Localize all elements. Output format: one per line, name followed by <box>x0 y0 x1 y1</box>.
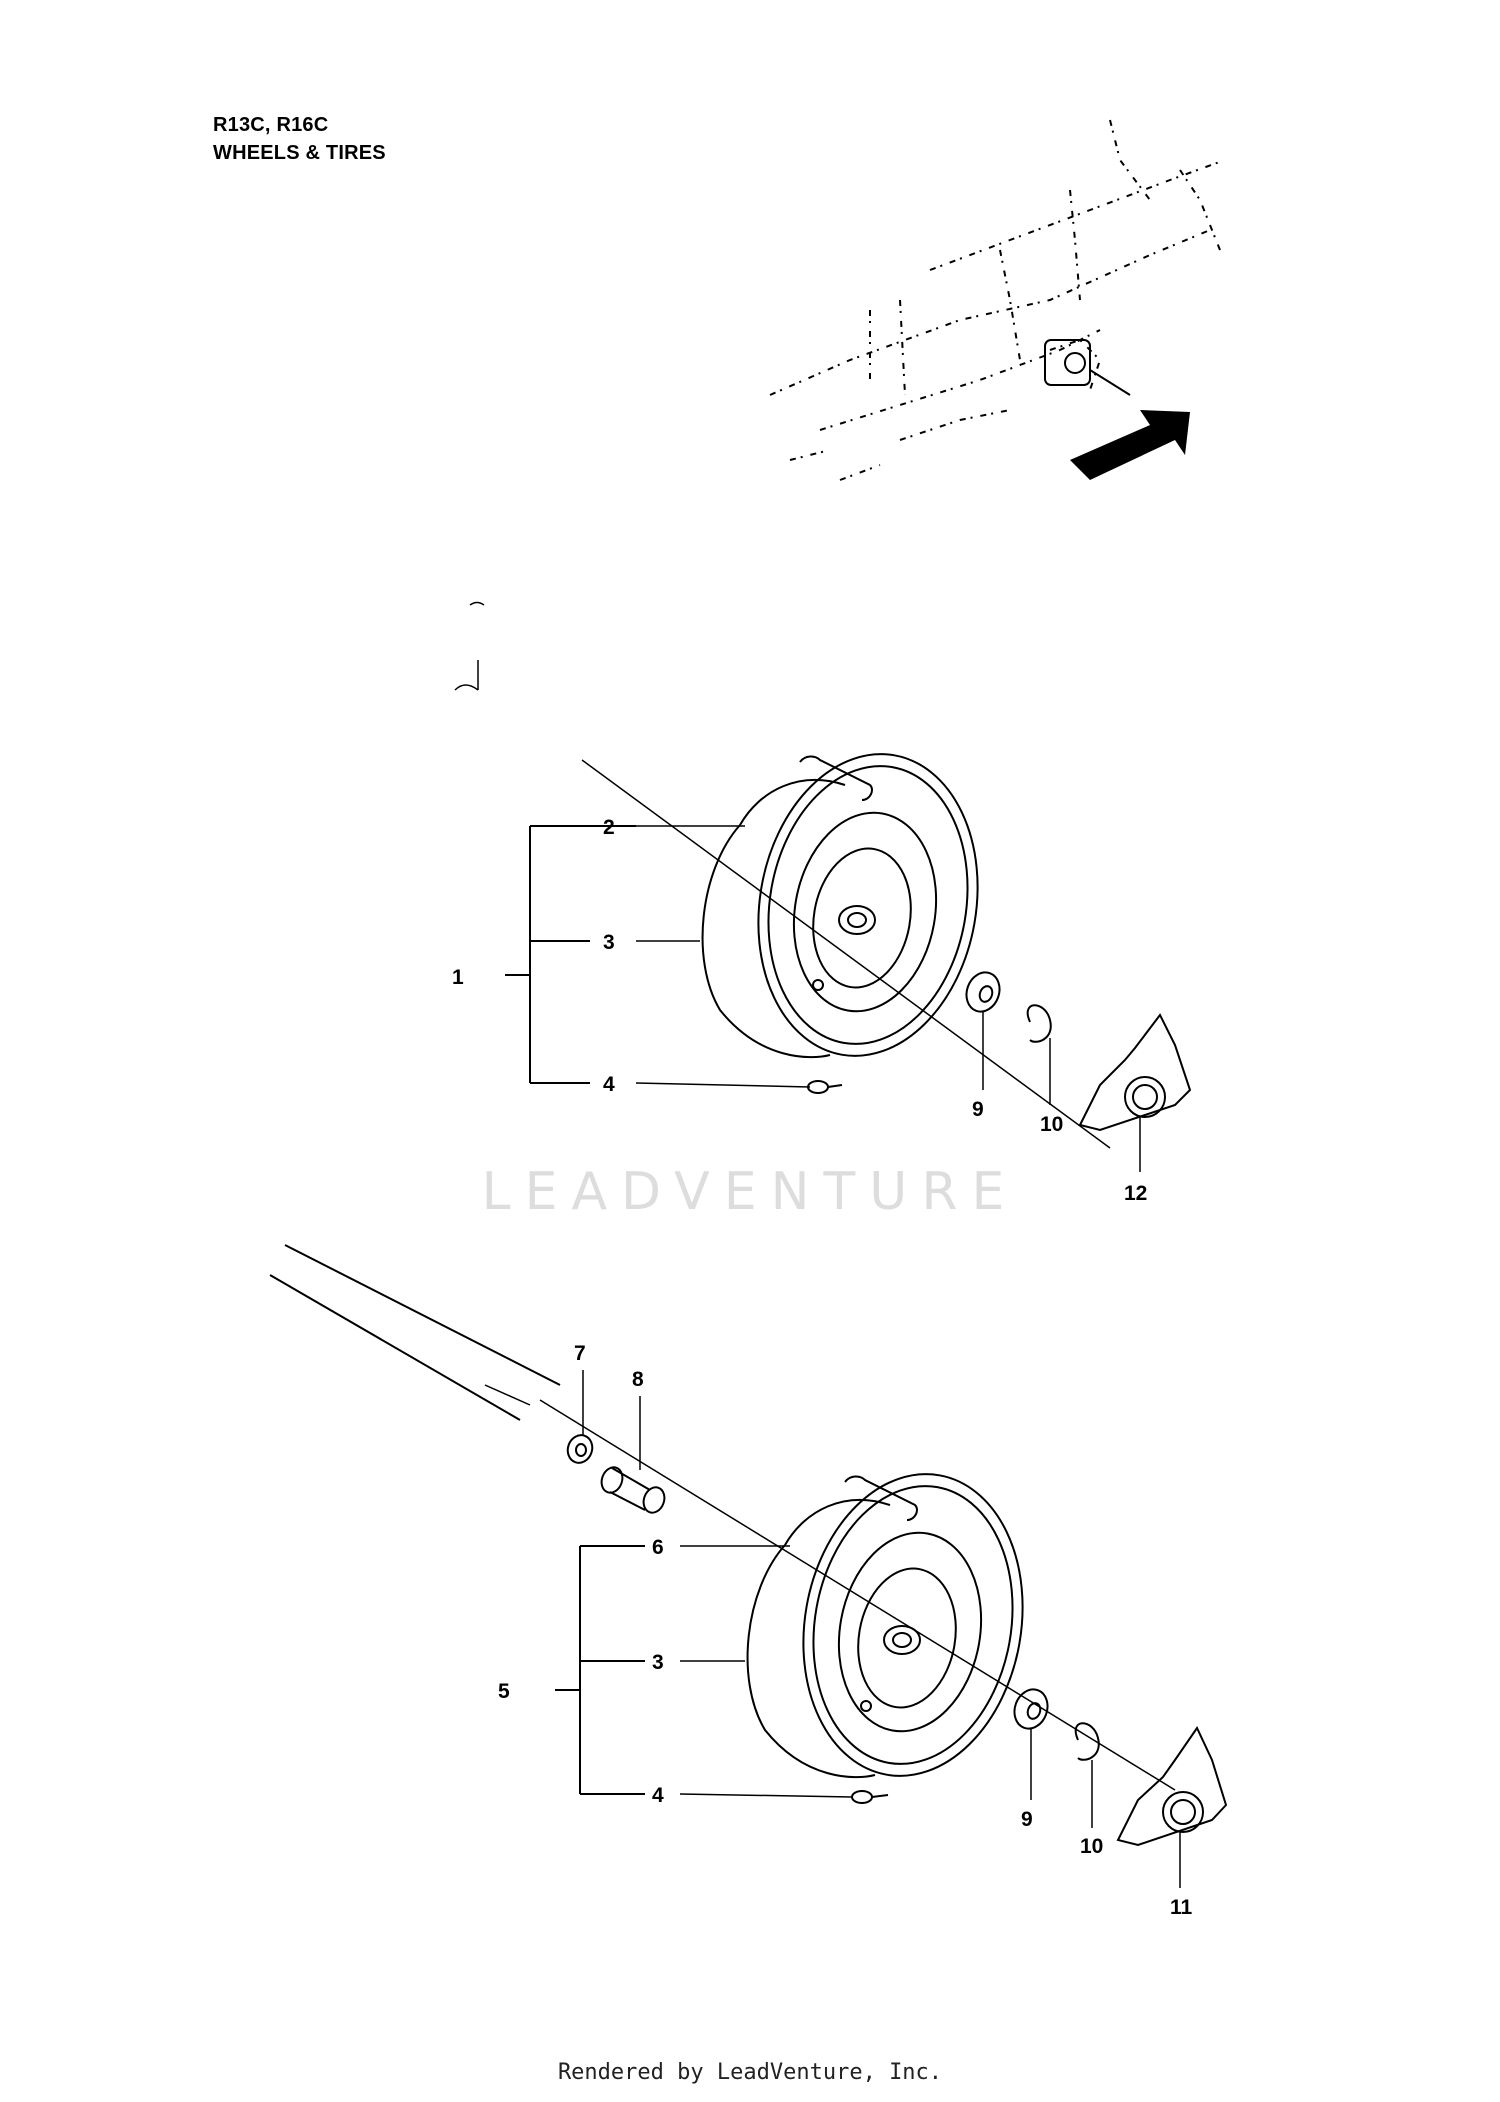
callout-10-upper: 10 <box>1040 1113 1063 1136</box>
callout-3-upper: 3 <box>603 931 615 954</box>
lower-wheel-assembly <box>269 1244 1228 1888</box>
upper-wheel-assembly <box>505 753 1192 1172</box>
callout-4-upper: 4 <box>603 1073 615 1096</box>
callout-4-lower: 4 <box>652 1784 664 1807</box>
callout-11: 11 <box>1170 1896 1193 1919</box>
callout-8: 8 <box>632 1368 644 1391</box>
callout-5: 5 <box>498 1680 510 1703</box>
callout-3-lower: 3 <box>652 1651 664 1674</box>
callout-6: 6 <box>652 1536 664 1559</box>
callout-9-upper: 9 <box>972 1098 984 1121</box>
callout-labels: 1 2 3 4 9 10 12 7 8 5 6 3 4 9 10 11 <box>452 816 1193 1919</box>
footer-credit: Rendered by LeadVenture, Inc. <box>557 2060 943 2085</box>
callout-12: 12 <box>1124 1182 1147 1205</box>
callout-10-lower: 10 <box>1080 1835 1103 1858</box>
callout-9-lower: 9 <box>1021 1808 1033 1831</box>
callout-2: 2 <box>603 816 615 839</box>
model-title: R13C, R16C <box>213 114 329 136</box>
watermark-text: LEADVENTURE <box>481 1162 1019 1222</box>
overview-hub-detail <box>1044 339 1131 396</box>
callout-1: 1 <box>452 966 464 989</box>
section-title: WHEELS & TIRES <box>213 142 386 164</box>
direction-arrow-icon <box>1070 410 1190 480</box>
stray-marks <box>454 601 485 691</box>
callout-7: 7 <box>574 1342 586 1365</box>
